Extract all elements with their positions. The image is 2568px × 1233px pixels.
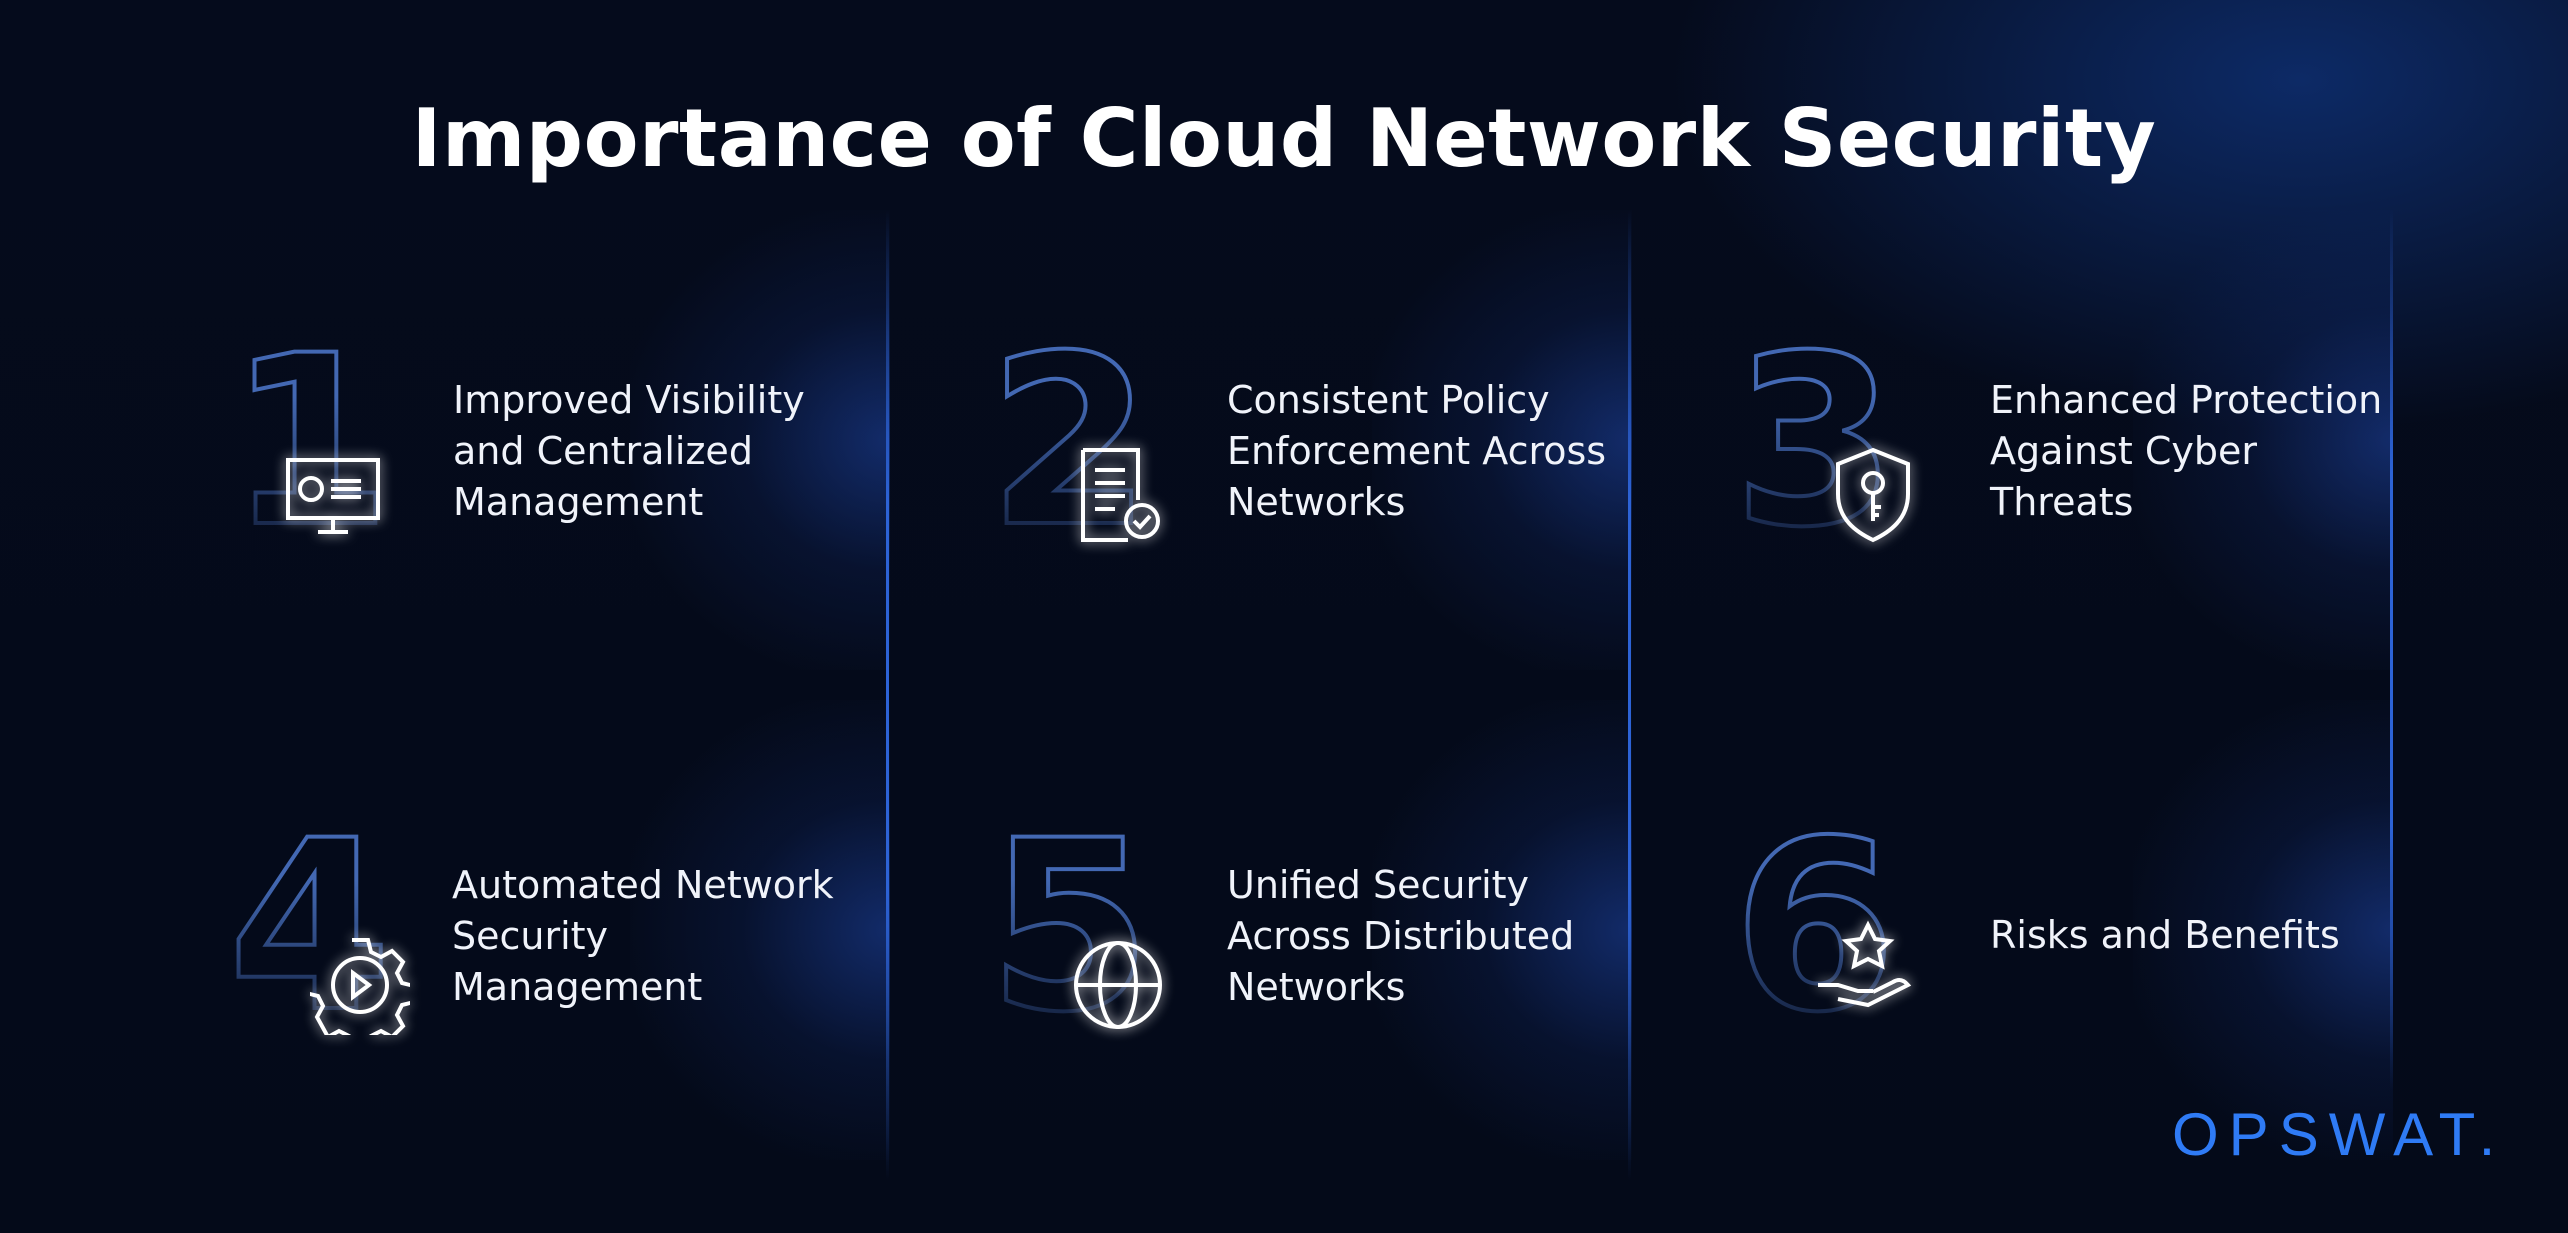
- page-title: Importance of Cloud Network Security: [411, 92, 2157, 185]
- shield-key-icon: [1836, 447, 1910, 543]
- item-number: 5: [986, 791, 1154, 1064]
- column-divider: [2390, 210, 2393, 1090]
- feature-item-3: 3 Enhanced Protection Against Cyber Thre…: [1731, 306, 2382, 585]
- feature-item-2: 2 Consistent Policy Enforcement Across N…: [986, 323, 1608, 585]
- feature-item-6: 6 Risks and Benefits: [1731, 808, 2353, 1070]
- glow: [630, 700, 890, 1160]
- glow: [1372, 700, 1632, 1160]
- glow: [1372, 210, 1632, 670]
- gear-play-icon: [310, 938, 410, 1035]
- glow: [2133, 210, 2393, 670]
- item-label: Automated Network Security Management: [452, 863, 834, 1009]
- column-divider: [1628, 210, 1631, 1180]
- column-divider: [886, 210, 889, 1180]
- feature-item-1: 1 Improved Visibility and Centralized Ma…: [226, 306, 848, 585]
- opswat-logo: OPSWAT.: [2172, 1101, 2506, 1168]
- document-check-icon: [1081, 448, 1160, 542]
- monitor-icon: [286, 458, 380, 534]
- feature-item-5: 5 Unified Security Across Distributed Ne…: [986, 791, 1608, 1070]
- item-number: 3: [1731, 306, 1899, 579]
- item-number: 4: [226, 791, 394, 1064]
- glow: [2133, 700, 2393, 1160]
- feature-item-4: 4 Automated Network Security Management: [226, 791, 848, 1070]
- item-label: Risks and Benefits: [1990, 913, 2340, 957]
- item-label: Unified Security Across Distributed Netw…: [1227, 863, 1575, 1009]
- item-number: 1: [226, 306, 394, 579]
- glow: [630, 210, 890, 670]
- item-label: Improved Visibility and Centralized Mana…: [453, 378, 805, 524]
- globe-icon: [1074, 941, 1162, 1029]
- item-label: Enhanced Protection Against Cyber Threat…: [1990, 378, 2383, 524]
- item-label: Consistent Policy Enforcement Across Net…: [1227, 378, 1607, 524]
- hand-star-icon: [1818, 920, 1912, 1008]
